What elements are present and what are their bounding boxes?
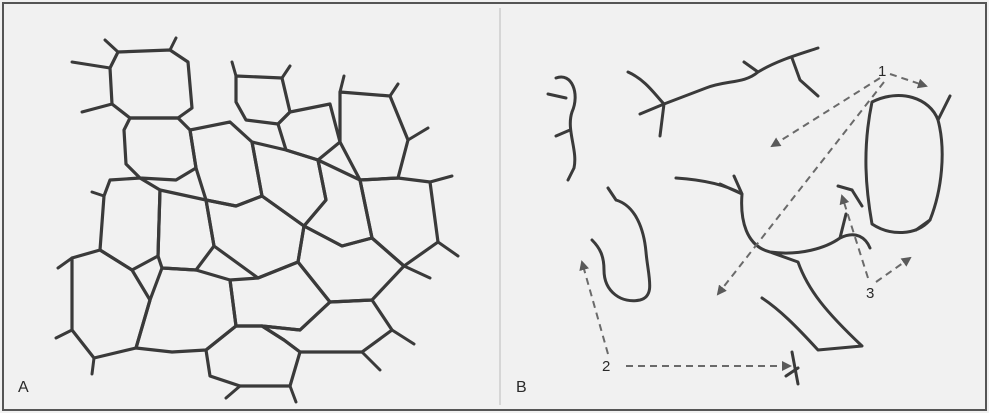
fragment [838, 186, 862, 206]
fragment [786, 352, 798, 384]
fragment [628, 48, 818, 136]
cell [230, 262, 330, 330]
cell [206, 326, 300, 386]
arrow-3b [876, 258, 910, 282]
annotation-label-1: 1 [878, 63, 886, 80]
cell [298, 226, 404, 302]
panel-label-a: A [18, 379, 29, 396]
arrow-1a [772, 78, 880, 146]
fragment [676, 176, 870, 350]
arrow-1b [718, 82, 884, 294]
cell [340, 92, 408, 180]
panel-a-drawing [56, 38, 458, 402]
fragment [866, 96, 950, 233]
cell [190, 122, 262, 206]
cell-edge [56, 38, 458, 402]
fragment [548, 77, 575, 180]
fragment [592, 188, 650, 301]
annotation-label-3: 3 [866, 285, 874, 302]
cell [262, 300, 392, 352]
cell [236, 76, 290, 124]
arrow-1c [890, 74, 926, 86]
cell [360, 178, 438, 266]
panel-label-b: B [516, 379, 527, 396]
panel-b-drawing [548, 48, 950, 384]
annotation-arrows [582, 74, 926, 366]
annotation-label-2: 2 [602, 358, 610, 375]
cell [110, 50, 192, 118]
cell [124, 118, 196, 180]
